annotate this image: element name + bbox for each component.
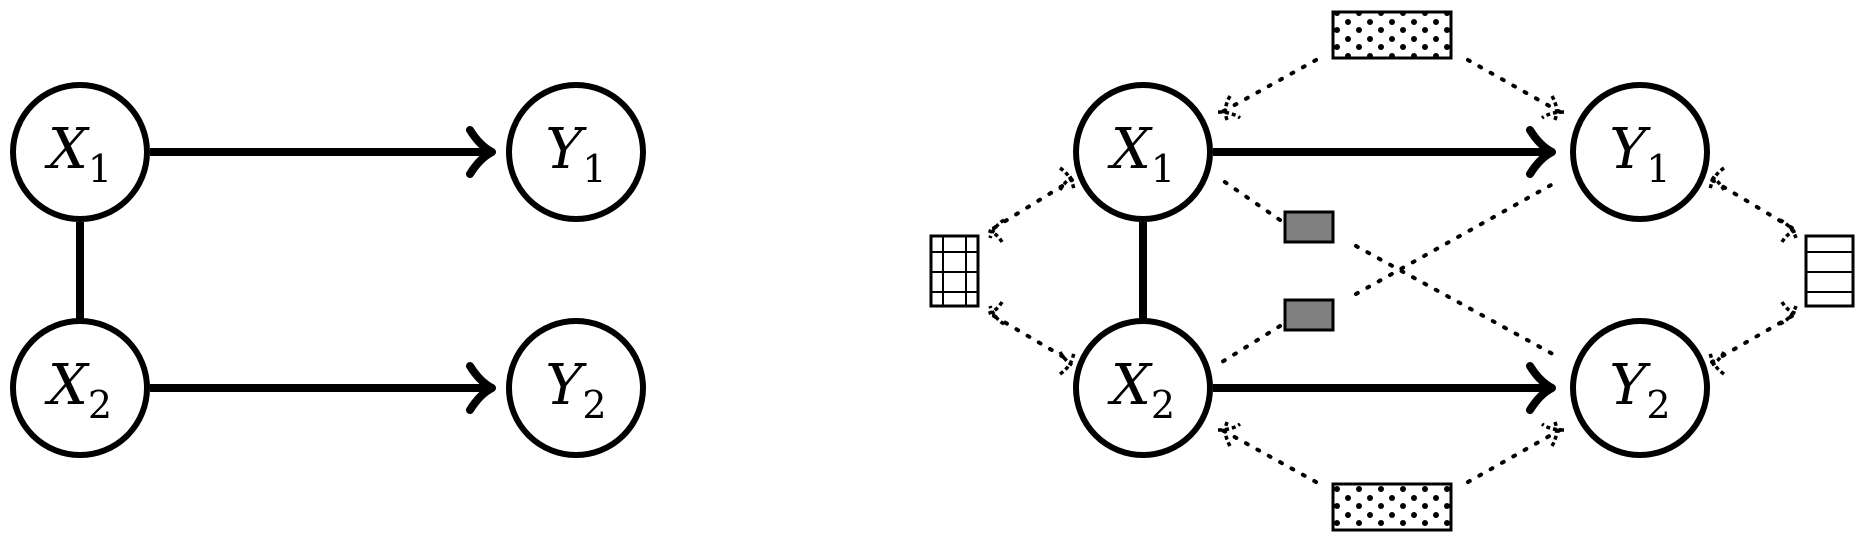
node-sub: 1 — [1646, 147, 1670, 191]
node-var: X — [1107, 117, 1153, 182]
latent-edge-grid-x2 — [992, 314, 1074, 364]
left-node-x2: X2 — [10, 318, 150, 458]
latent-edge-bottom-y2 — [1466, 428, 1562, 484]
latent-box-gray-upper — [1283, 210, 1335, 244]
left-node-x1: X1 — [10, 82, 150, 222]
right-arrowhead-y1 — [1526, 126, 1556, 178]
latent-box-gray-lower — [1283, 298, 1335, 332]
left-node-y2: Y2 — [506, 318, 646, 458]
latent-edge-lines-y2 — [1710, 314, 1794, 364]
node-sub: 2 — [582, 383, 606, 427]
node-sub: 2 — [1151, 383, 1175, 427]
svg-text:Y1: Y1 — [1609, 117, 1670, 191]
latent-edge-grayl-y1 — [1354, 178, 1562, 296]
latent-edge-top-x1 — [1220, 58, 1318, 114]
svg-text:X1: X1 — [44, 117, 112, 191]
right-node-x2: X2 — [1073, 318, 1213, 458]
svg-text:Y2: Y2 — [545, 353, 606, 427]
latent-edge-bottom-x2 — [1220, 428, 1318, 484]
svg-text:X1: X1 — [1107, 117, 1175, 191]
latent-box-lines-right — [1804, 234, 1855, 308]
right-node-y2: Y2 — [1570, 318, 1710, 458]
node-sub: 1 — [1151, 147, 1175, 191]
node-sub: 2 — [88, 383, 112, 427]
latent-edges — [992, 58, 1794, 484]
latent-arrowheads — [985, 95, 1799, 447]
latent-box-grid-left — [929, 234, 980, 308]
svg-text:Y1: Y1 — [545, 117, 606, 191]
right-node-x1: X1 — [1073, 82, 1213, 222]
latent-box-dotted-bottom — [1331, 482, 1453, 532]
latent-edge-lines-y1 — [1710, 178, 1794, 230]
node-var: Y — [545, 353, 587, 418]
node-var: X — [1107, 353, 1153, 418]
node-sub: 1 — [88, 147, 112, 191]
node-var: X — [44, 117, 90, 182]
node-sub: 1 — [582, 147, 606, 191]
right-graph: X1 X2 Y1 Y2 — [929, 10, 1855, 532]
node-var: Y — [545, 117, 587, 182]
right-arrowhead-y2 — [1526, 362, 1556, 414]
svg-text:X2: X2 — [44, 353, 112, 427]
node-var: Y — [1609, 117, 1651, 182]
latent-edge-top-y1 — [1466, 58, 1562, 114]
latent-edge-grayu-y2 — [1354, 244, 1562, 360]
left-arrowhead-y1 — [466, 126, 496, 178]
latent-edge-grayu-x1 — [1220, 178, 1282, 222]
right-node-y1: Y1 — [1570, 82, 1710, 222]
svg-text:X2: X2 — [1107, 353, 1175, 427]
node-var: X — [44, 353, 90, 418]
left-node-y1: Y1 — [506, 82, 646, 222]
node-var: Y — [1609, 353, 1651, 418]
left-arrowhead-y2 — [466, 362, 496, 414]
latent-edge-grayl-x2 — [1220, 324, 1282, 364]
node-sub: 2 — [1646, 383, 1670, 427]
svg-text:Y2: Y2 — [1609, 353, 1670, 427]
left-graph: X1 X2 Y1 Y2 — [10, 82, 646, 458]
latent-edge-grid-x1 — [992, 178, 1074, 230]
latent-box-dotted-top — [1331, 10, 1453, 60]
